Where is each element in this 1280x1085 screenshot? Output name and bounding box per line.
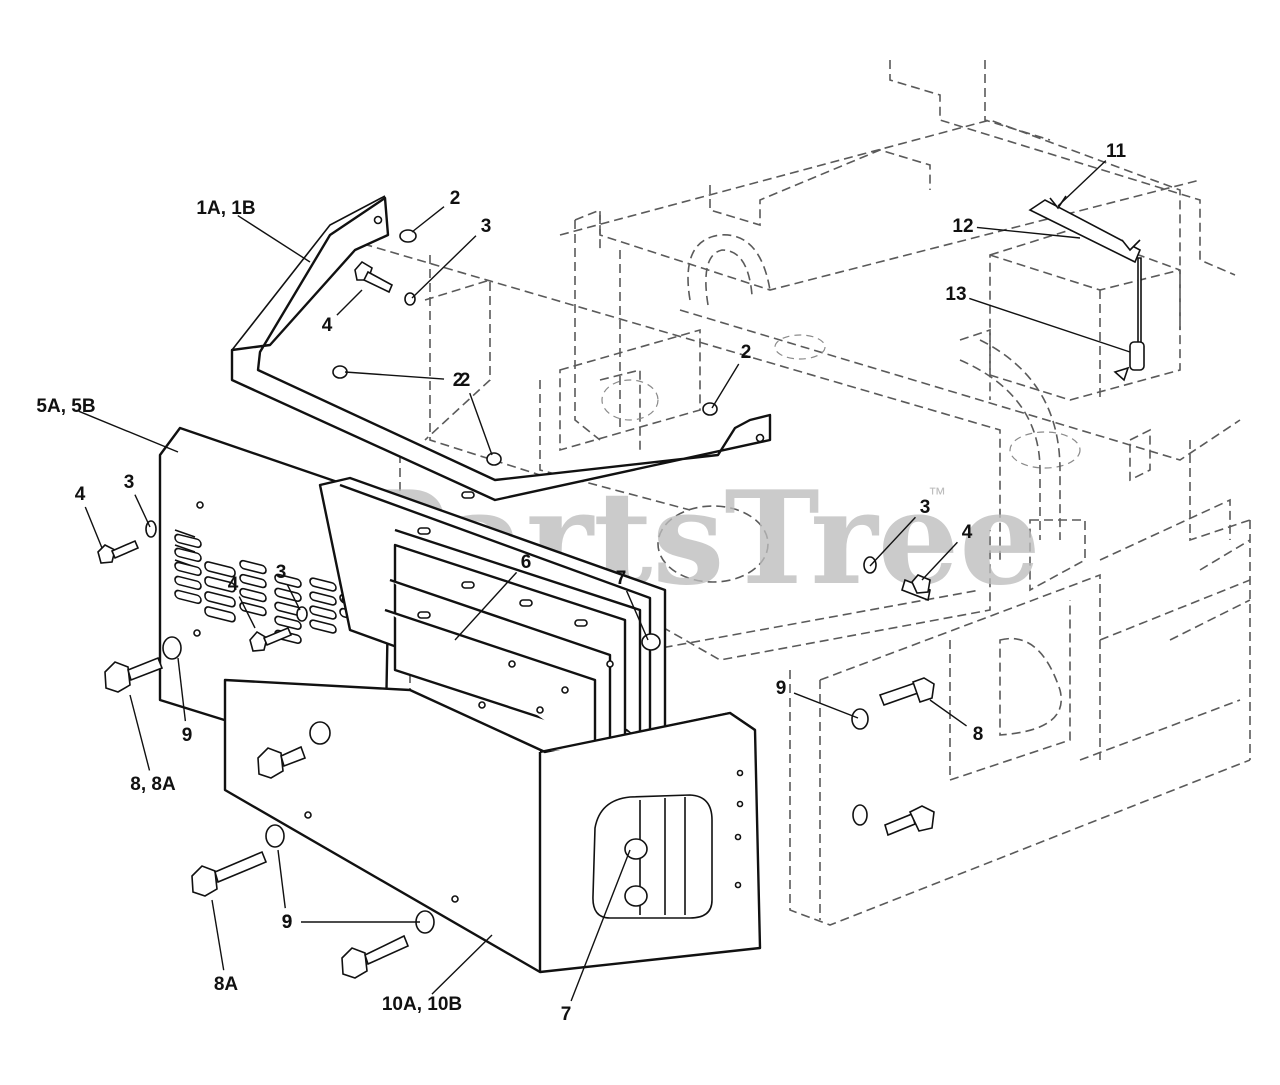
nut-2d bbox=[486, 452, 502, 466]
leader-c-8-8a bbox=[129, 694, 151, 771]
bolt-4a bbox=[354, 260, 394, 294]
callout-c-6: 6 bbox=[521, 552, 532, 573]
washer-9e bbox=[851, 708, 869, 730]
callout-c-9a: 9 bbox=[182, 725, 193, 746]
callout-c-7b: 7 bbox=[561, 1004, 572, 1025]
leader-c-4c bbox=[238, 596, 256, 629]
leader-c-3d bbox=[869, 516, 916, 567]
washer-3b bbox=[145, 520, 157, 538]
leader-c-4b bbox=[84, 506, 103, 549]
leader-c-12 bbox=[976, 226, 1081, 239]
holddown-rod bbox=[1137, 257, 1142, 346]
callout-c-4d: 4 bbox=[962, 522, 973, 543]
leader-c-4d bbox=[921, 541, 958, 581]
leader-c-8a bbox=[211, 899, 225, 971]
bolt-8d bbox=[341, 934, 410, 979]
callout-c-4c: 4 bbox=[228, 574, 239, 595]
bolt-4b bbox=[97, 539, 140, 564]
callout-c-8a: 8A bbox=[214, 974, 239, 995]
leader-c-10 bbox=[431, 934, 493, 995]
part-6-plates bbox=[318, 476, 667, 755]
wing-nut-right bbox=[1121, 239, 1141, 252]
callout-c-3c: 3 bbox=[276, 562, 287, 583]
leader-c-9b bbox=[277, 849, 286, 909]
leader-c-1a1b bbox=[237, 214, 311, 263]
callout-c-10: 10A, 10B bbox=[382, 994, 462, 1015]
bolt-4d bbox=[901, 574, 931, 602]
watermark-trademark: ™ bbox=[928, 484, 946, 504]
battery-phantom bbox=[989, 229, 1181, 401]
leader-c-2d bbox=[469, 392, 493, 456]
leader-c-8b bbox=[929, 699, 967, 727]
callout-c-7a: 7 bbox=[616, 568, 627, 589]
nut-7a bbox=[641, 633, 661, 651]
callout-c-2d: 2 bbox=[460, 370, 471, 391]
leader-c-5a5b bbox=[78, 410, 179, 453]
leader-c-3b bbox=[134, 494, 151, 528]
nut-2b bbox=[332, 365, 348, 379]
callout-c-5a5b: 5A, 5B bbox=[36, 396, 95, 417]
washer-9a bbox=[162, 636, 182, 660]
callout-c-2b: 2 bbox=[453, 370, 464, 391]
leader-c-3c bbox=[286, 584, 301, 611]
rod-hook bbox=[1129, 341, 1145, 371]
leader-c-13 bbox=[969, 297, 1131, 353]
part-1-bracket bbox=[230, 195, 772, 502]
mower-frame-phantom bbox=[244, 60, 1251, 926]
nut-7c bbox=[624, 885, 648, 907]
callout-c-2c: 2 bbox=[741, 342, 752, 363]
bolt-8b bbox=[257, 745, 307, 779]
callout-c-9c: 9 bbox=[282, 912, 293, 933]
callout-c-11: 11 bbox=[1106, 141, 1127, 162]
nut-2a bbox=[399, 229, 417, 243]
washer-9c bbox=[265, 824, 285, 848]
leader-c-2b bbox=[344, 371, 445, 380]
leader-c-9d bbox=[793, 692, 859, 719]
bolt-4c bbox=[249, 626, 293, 652]
bolts bbox=[97, 260, 935, 979]
callout-c-3a: 3 bbox=[481, 216, 492, 237]
callout-c-4b: 4 bbox=[75, 484, 86, 505]
leader-c-9a bbox=[177, 657, 187, 722]
holddown-bar bbox=[1028, 199, 1142, 264]
battery-holddown bbox=[1028, 195, 1145, 382]
washer-9b bbox=[309, 721, 331, 745]
bolt-8a bbox=[104, 656, 164, 693]
bolt-8f bbox=[884, 805, 935, 837]
leader-c-2a bbox=[411, 206, 445, 233]
leader-c-6 bbox=[454, 571, 518, 641]
leader-c-7a bbox=[625, 590, 649, 641]
nut-7b bbox=[624, 838, 648, 860]
leader-c-11 bbox=[1057, 160, 1107, 207]
leader-c-7b bbox=[570, 849, 631, 1002]
callout-c-2a: 2 bbox=[450, 188, 461, 209]
part-10-weight-box bbox=[223, 678, 762, 974]
callout-c-8-8a: 8, 8A bbox=[130, 774, 176, 795]
bolt-8c bbox=[191, 850, 268, 897]
leader-c-3a bbox=[411, 235, 477, 299]
callout-c-1a1b: 1A, 1B bbox=[196, 198, 255, 219]
callout-c-9b: 9 bbox=[282, 912, 293, 933]
nut-2c bbox=[702, 402, 718, 416]
leader-c-4a bbox=[336, 289, 363, 316]
washer-9f bbox=[852, 804, 868, 826]
callout-c-9d: 9 bbox=[776, 678, 787, 699]
leader-lines bbox=[78, 160, 1131, 1002]
washer-3c bbox=[296, 606, 308, 622]
leader-c-2c bbox=[711, 363, 740, 409]
callout-c-12: 12 bbox=[952, 216, 973, 237]
washer-3a bbox=[404, 292, 416, 306]
callout-c-8b: 8 bbox=[973, 724, 984, 745]
callout-c-3d: 3 bbox=[920, 497, 931, 518]
callout-c-4a: 4 bbox=[322, 315, 333, 336]
callout-c-3b: 3 bbox=[124, 472, 135, 493]
callout-c-13: 13 bbox=[945, 284, 966, 305]
bolt-8e bbox=[878, 677, 935, 707]
